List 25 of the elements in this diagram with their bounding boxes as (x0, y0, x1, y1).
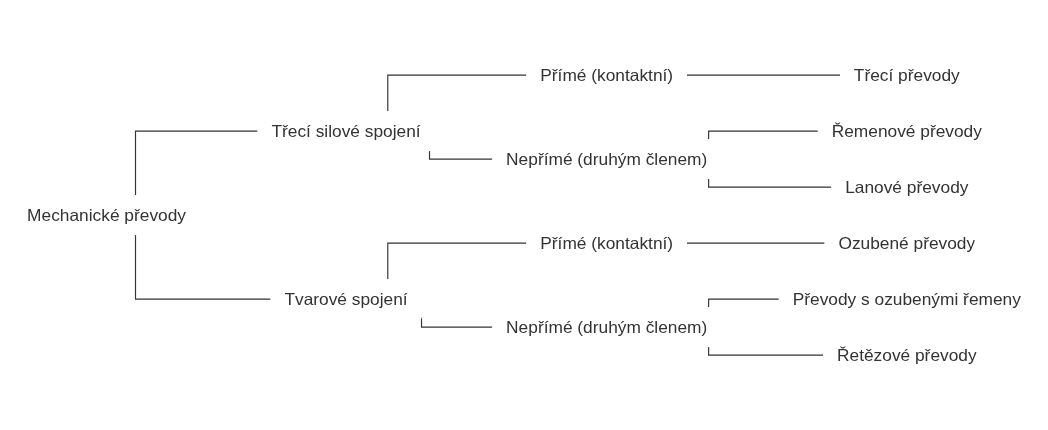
node-text: Nepřímé (druhým členem) (506, 316, 708, 336)
node-text: Převody s ozubenými řemeny (792, 288, 1021, 308)
node-text: Třecí silové spojení (271, 120, 421, 140)
connector (708, 178, 832, 188)
connector (686, 74, 841, 76)
node-text: Tvarové spojení (284, 288, 408, 308)
connector (708, 346, 824, 356)
node-text: Ozubené převody (838, 232, 976, 252)
node-text: Přímé (kontaktní) (540, 232, 674, 252)
connector (134, 234, 272, 300)
node-text: Řetězové převody (837, 344, 977, 364)
connector (387, 74, 527, 112)
node-text: Mechanické převody (27, 204, 186, 224)
node-text: Řemenové převody (831, 120, 982, 140)
connector (387, 242, 527, 280)
connector (428, 150, 493, 160)
node-text: Lanové převody (845, 176, 969, 196)
node-text: Přímé (kontaktní) (540, 64, 674, 84)
connector (686, 242, 826, 244)
connector (134, 130, 259, 196)
connector (708, 130, 819, 140)
connector (708, 298, 780, 308)
node-text: Nepřímé (druhým členem) (506, 148, 708, 168)
node-text: Třecí převody (853, 64, 960, 84)
connector (420, 316, 493, 328)
